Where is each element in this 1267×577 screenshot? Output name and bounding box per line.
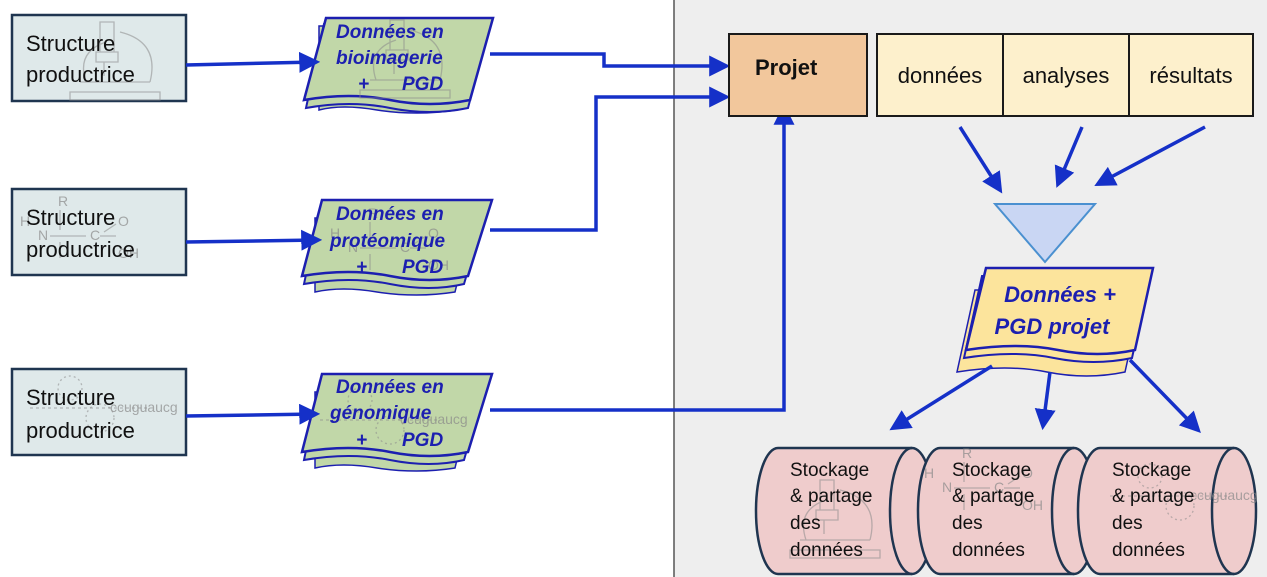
source-label-line1: Structure [26, 205, 115, 230]
source-label-line1: Structure [26, 31, 115, 56]
document-label-line1: Données en [336, 22, 444, 43]
document-label-pgd: PGD [402, 257, 443, 278]
storage-line4: données [790, 540, 863, 561]
storage-line1: Stockage [952, 460, 1031, 481]
document-label-pgd: PGD [402, 74, 443, 95]
arrow-donnees-to-merge [958, 126, 1003, 194]
project-box: Projet [728, 33, 868, 117]
arrow-doc2-to-projet [490, 86, 731, 232]
arrow-doc1-to-projet [490, 52, 731, 77]
storage-line4: données [1112, 540, 1185, 561]
project-table: données analyses résultats [876, 33, 1254, 117]
document-label-plus: + [356, 430, 367, 451]
source-box-1: Structure productrice [10, 13, 188, 103]
source-label-line2: productrice [26, 237, 135, 262]
document-label-plus: + [356, 257, 367, 278]
source-label-line1: Structure [26, 385, 115, 410]
storage-line3: des [952, 513, 983, 534]
document-pgd-projet: Données + PGD projet [956, 266, 1155, 377]
storage-line3: des [790, 513, 821, 534]
source-box-2: Structure productrice [10, 187, 188, 277]
document-label-line2: génomique [329, 403, 432, 424]
table-cell-resultats: résultats [1149, 63, 1232, 88]
storage-cylinder-2: Stockage & partage des données [916, 444, 1098, 576]
final-document-line1: Données + [1004, 282, 1116, 307]
arrow-source2-to-doc2 [185, 229, 323, 251]
arrow-to-storage2 [1034, 371, 1056, 431]
storage-line2: & partage [952, 486, 1034, 507]
storage-cylinder-1: Stockage & partage des données [754, 446, 936, 576]
arrow-source3-to-doc3 [185, 403, 321, 425]
table-cell-analyses: analyses [1023, 63, 1110, 88]
storage-line1: Stockage [790, 460, 869, 481]
arrow-doc3-to-projet [490, 103, 795, 412]
arrow-analyses-to-merge [1054, 126, 1084, 188]
document-bioimagerie: Données en bioimagerie + PGD [302, 16, 495, 114]
merge-triangle [992, 203, 1098, 264]
document-proteomique: Données en protéomique + PGD [300, 198, 494, 296]
arrow-resultats-to-merge [1094, 125, 1206, 186]
source-box-3: Structure productrice [10, 367, 188, 457]
document-label-plus: + [358, 74, 369, 95]
document-label-line1: Données en [336, 204, 444, 225]
document-label-line2: protéomique [329, 231, 445, 252]
table-cell-donnees: données [898, 63, 982, 88]
storage-line3: des [1112, 513, 1143, 534]
storage-line2: & partage [1112, 486, 1194, 507]
storage-line2: & partage [790, 486, 872, 507]
document-label-pgd: PGD [402, 430, 443, 451]
document-label-line1: Données en [336, 377, 444, 398]
storage-cylinder-3: Stockage & partage des données [1076, 446, 1259, 576]
project-label: Projet [755, 55, 818, 80]
source-label-line2: productrice [26, 62, 135, 87]
document-label-line2: bioimagerie [336, 48, 443, 69]
final-document-line2: PGD projet [995, 314, 1112, 339]
storage-line4: données [952, 540, 1025, 561]
arrow-to-storage1 [889, 364, 993, 431]
arrow-to-storage3 [1128, 358, 1201, 434]
storage-line1: Stockage [1112, 460, 1191, 481]
document-genomique: Données en génomique + PGD [300, 372, 494, 472]
arrow-source1-to-doc1 [185, 51, 321, 73]
source-label-line2: productrice [26, 418, 135, 443]
